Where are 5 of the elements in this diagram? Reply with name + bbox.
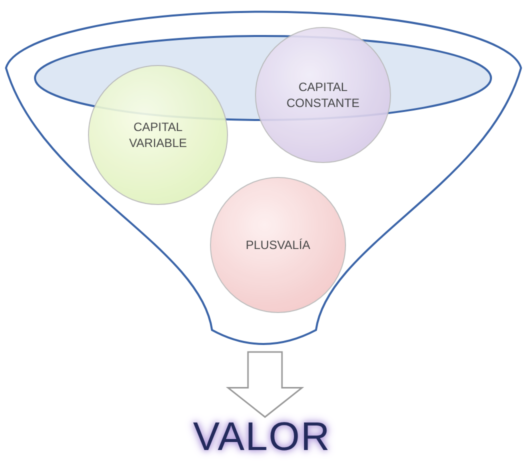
circle-label: PLUSVALÍA (246, 236, 310, 254)
block-arrow (226, 351, 304, 418)
result-label: VALOR (193, 415, 331, 460)
circle-label: CAPITAL CONSTANTE (285, 78, 361, 112)
circle-label: CAPITAL VARIABLE (128, 118, 188, 152)
